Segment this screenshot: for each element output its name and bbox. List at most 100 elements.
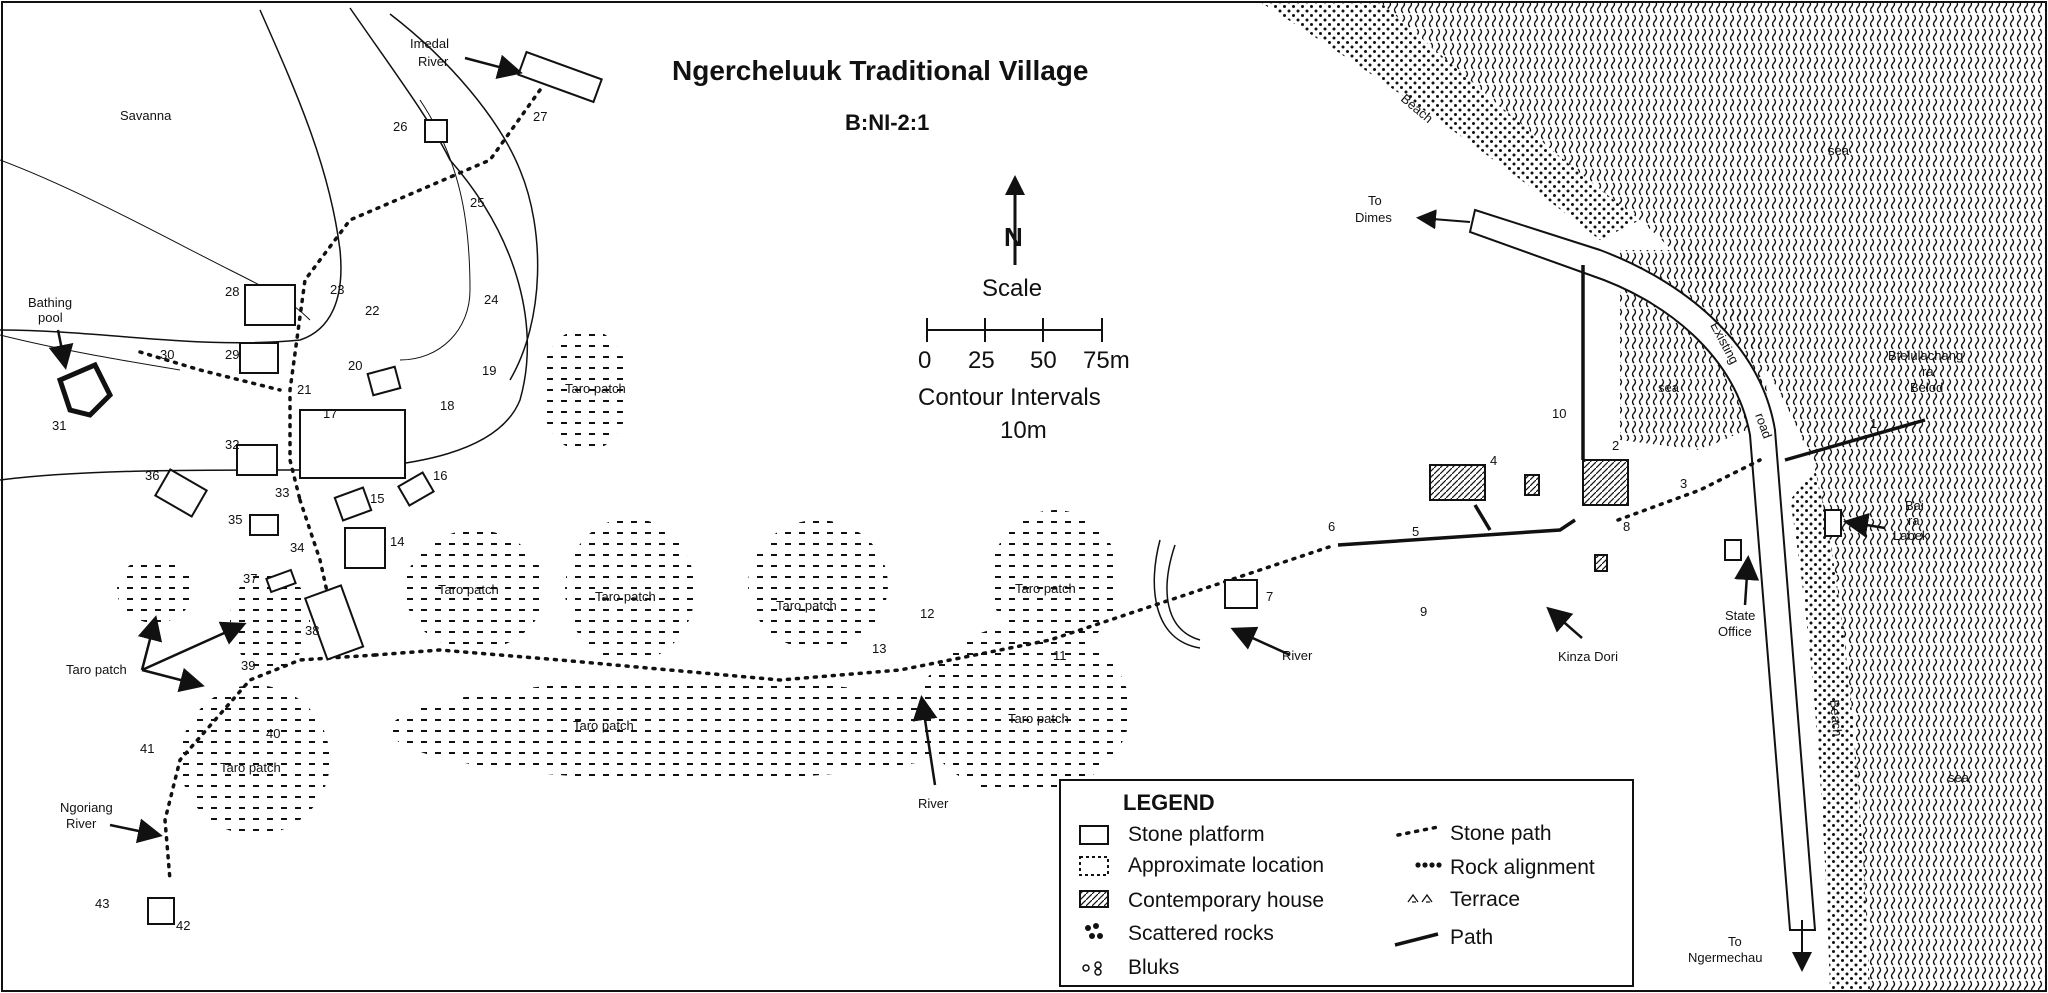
label-taro-5: Taro patch [1015,581,1076,596]
site-32: 32 [225,437,239,452]
label-taro-4: Taro patch [776,598,837,613]
label-bathing-1: Bathing [28,295,72,310]
label-river-2: River [1282,648,1313,663]
beach-north [1260,2,1640,240]
legend-approximate-location: Approximate location [1128,854,1324,877]
site-39: 39 [241,658,255,673]
label-bathing-2: pool [38,310,63,325]
legend-stone-platform-swatch [1079,825,1109,845]
site-43: 43 [95,896,109,911]
legend-contemporary-house: Contemporary house [1128,889,1324,912]
scale-tick-25: 25 [968,347,995,374]
label-imedal-2: River [418,54,449,69]
site-14: 14 [390,534,404,549]
structures [147,50,1842,925]
site-36: 36 [145,468,159,483]
site-7: 7 [1266,589,1273,604]
site-19: 19 [482,363,496,378]
site-42: 42 [176,918,190,933]
legend-scattered-rocks-icon [1085,923,1103,939]
platform-27 [517,50,603,104]
label-beach-east: Beach [1827,699,1845,737]
platform-14 [344,527,386,569]
label-taro-6: Taro patch [573,718,634,733]
site-numbers: 1 2 3 4 5 6 7 8 9 10 11 12 13 14 15 16 1… [52,109,1877,933]
scale-label: Scale [982,275,1042,302]
site-5: 5 [1412,524,1419,539]
site-34: 34 [290,540,304,555]
site-2: 2 [1612,438,1619,453]
scale-tick-50: 50 [1030,347,1057,374]
taro-patch-10 [230,570,310,670]
label-river-1: River [918,796,949,811]
road-to-dimes [1416,209,1471,230]
site-10: 10 [1552,406,1566,421]
site-31: 31 [52,418,66,433]
platform-15 [333,486,373,522]
platform-38 [303,584,365,661]
label-state-office-2: Office [1718,624,1752,639]
legend-stone-path: Stone path [1450,822,1552,845]
label-btelulachang-2: ra [1922,364,1934,379]
contour-2 [0,334,181,371]
label-to-dimes-2: Dimes [1355,210,1392,225]
site-26: 26 [393,119,407,134]
label-to-ngermechau-1: To [1728,934,1742,949]
taro-patch-8 [180,685,330,835]
river-center [1166,544,1201,641]
house-small-a [1524,474,1540,496]
platform-36 [153,468,209,518]
site-35: 35 [228,512,242,527]
legend-terrace: Terrace [1450,888,1520,911]
legend-approx-swatch [1079,856,1109,876]
site-21: 21 [297,382,311,397]
annotation-arrows [48,54,1886,844]
site-33: 33 [275,485,289,500]
label-imedal-1: Imedal [410,36,449,51]
river-center-2 [1153,539,1201,649]
platform-26 [424,119,448,143]
label-bai-3: Labek [1893,528,1929,543]
imedal-river-bank-west [0,9,342,344]
label-bai-2: ra [1908,513,1920,528]
beach-east [1790,470,1870,991]
label-sea-2: sea [1658,380,1680,395]
legend: LEGEND Stone platform Approximate locati… [1059,779,1634,987]
site-25: 25 [470,195,484,210]
platform-42 [147,897,175,925]
stone-paths [138,88,1762,882]
taro-patch-9 [117,557,193,623]
site-6: 6 [1328,519,1335,534]
site-24: 24 [484,292,498,307]
contemporary-houses [1429,459,1629,572]
taro-patch-3 [565,518,695,662]
site-9: 9 [1420,604,1427,619]
site-37: 37 [243,571,257,586]
platform-32 [236,444,278,476]
platform-bai [1824,509,1842,537]
label-sea-1: sea [1828,143,1850,158]
platform-28 [244,284,296,326]
site-28: 28 [225,284,239,299]
site-16: 16 [433,468,447,483]
site-40: 40 [266,726,280,741]
legend-scattered-rocks: Scattered rocks [1128,922,1274,945]
legend-stone-path-swatch [1396,825,1440,837]
site-41: 41 [140,741,154,756]
site-1: 1 [1870,416,1877,431]
bathing-pool [56,361,114,418]
legend-path-swatch [1394,932,1439,947]
label-to-dimes-1: To [1368,193,1382,208]
platform-20 [366,365,402,397]
site-15: 15 [370,491,384,506]
site-8: 8 [1623,519,1630,534]
site-29: 29 [225,347,239,362]
scale-bar [926,318,1103,342]
platform-37 [265,568,297,594]
scale-tick-75: 75m [1083,347,1130,374]
site-12: 12 [920,606,934,621]
legend-rock-alignment: Rock alignment [1450,856,1595,879]
taro-patches [117,328,1130,835]
site-4: 4 [1490,453,1497,468]
